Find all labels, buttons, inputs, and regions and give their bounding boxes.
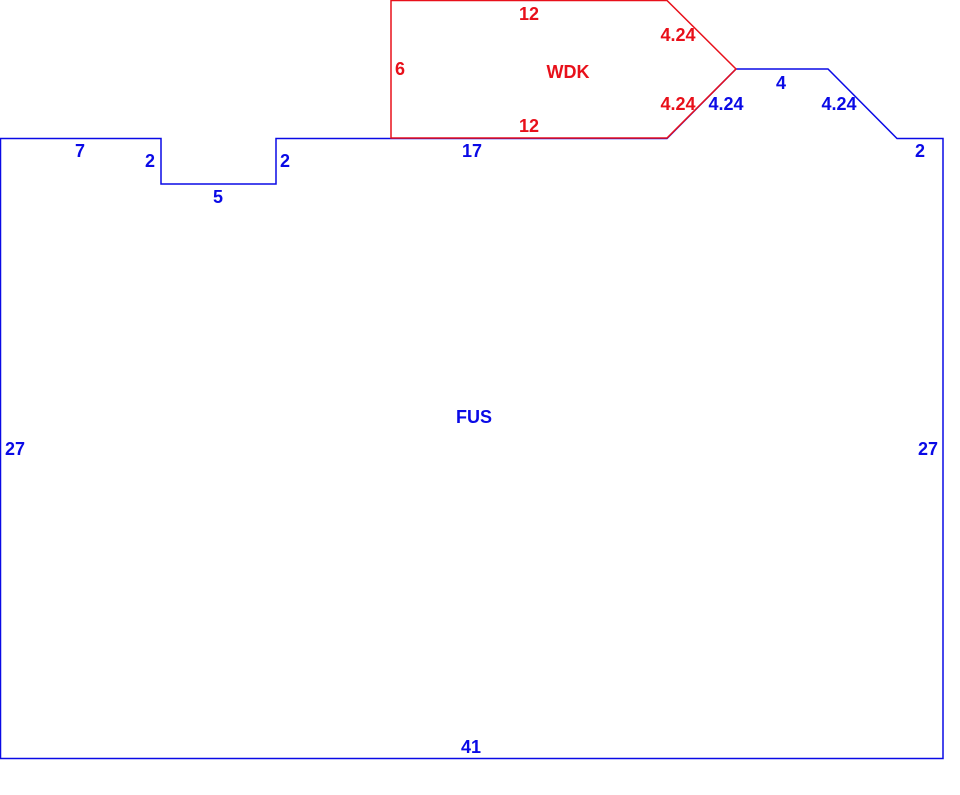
wdk-name: WDK bbox=[546, 62, 590, 82]
wdk-edge-label: 4.24 bbox=[660, 94, 696, 114]
fus-edge-label: 4.24 bbox=[821, 94, 857, 114]
wdk-edge-label: 6 bbox=[394, 59, 406, 79]
fus-name: FUS bbox=[456, 407, 492, 427]
fus-edge-label: 27 bbox=[917, 439, 939, 459]
wdk-edge-label: 4.24 bbox=[660, 25, 696, 45]
fus-edge-label: 2 bbox=[914, 141, 926, 161]
wdk-outline bbox=[390, 0, 738, 139]
fus-edge-label: 2 bbox=[144, 151, 156, 171]
wdk-edge-label: 12 bbox=[518, 116, 540, 136]
wdk-edge-label: 12 bbox=[518, 4, 540, 24]
fus-edge-label: 5 bbox=[212, 187, 224, 207]
fus-edge-label: 4.24 bbox=[708, 94, 744, 114]
fus-edge-label: 41 bbox=[460, 737, 482, 757]
fus-edge-label: 17 bbox=[461, 141, 483, 161]
fus-edge-label: 27 bbox=[4, 439, 26, 459]
fus-edge-label: 7 bbox=[74, 141, 86, 161]
fus-edge-label: 4 bbox=[775, 73, 787, 93]
fus-edge-label: 2 bbox=[279, 151, 291, 171]
